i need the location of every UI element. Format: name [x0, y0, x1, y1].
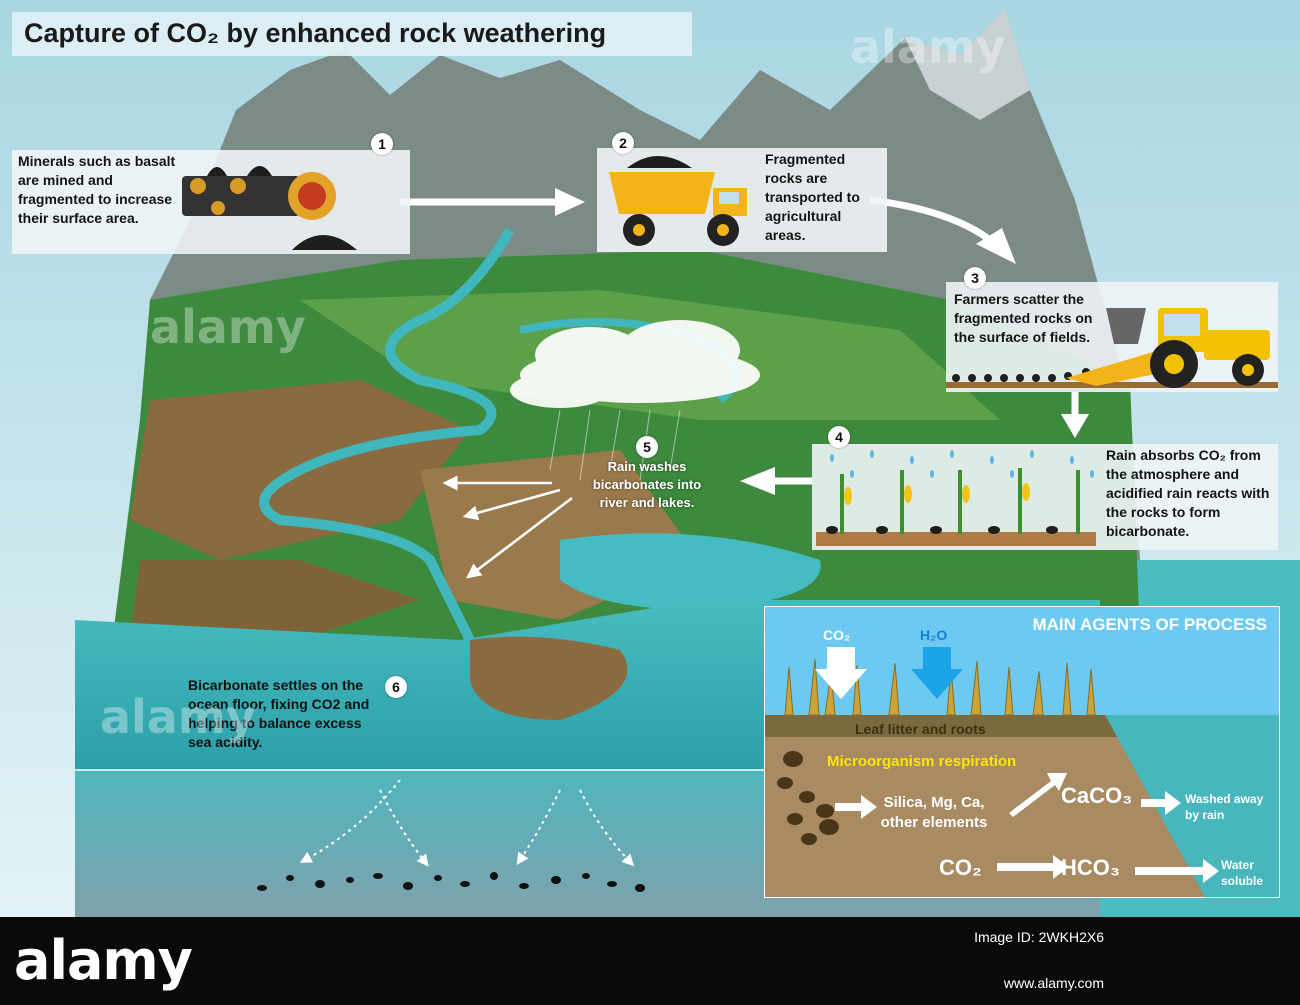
stock-url: www.alamy.com [1003, 975, 1104, 991]
step-1-text: Minerals such as basalt are mined and fr… [18, 153, 176, 226]
title-banner: Capture of CO₂ by enhanced rock weatheri… [12, 12, 692, 56]
caco3-label: CaCO₃ [1061, 783, 1133, 808]
hco3-label: HCO₃ [1061, 855, 1121, 880]
wash-arrows [442, 475, 573, 579]
step-3-panel: Farmers scatter the fragmented rocks on … [946, 282, 1278, 392]
watermark-logo: alamy [850, 20, 1006, 74]
watermark-logo: alamy [150, 300, 306, 354]
co2-input-label: CO₂ [823, 627, 851, 643]
rain-streaks [549, 409, 681, 481]
delta-island [470, 636, 628, 720]
crusher-illustration [182, 166, 357, 250]
step-3-number: 3 [964, 267, 986, 289]
corn-field-rain-illustration [816, 450, 1096, 546]
step-1-number: 1 [371, 133, 393, 155]
sediment-arrows [299, 779, 635, 867]
step-6-number: 6 [385, 676, 407, 698]
step-2-text: Fragmented rocks are transported to agri… [765, 151, 860, 243]
lake [560, 533, 821, 610]
stock-logo: alamy [14, 929, 193, 992]
agents-illustration [765, 607, 1279, 897]
elements-label: Silica, Mg, Ca, other elements [880, 794, 988, 831]
sediment-particles [257, 872, 645, 892]
h2o-input-label: H₂O [920, 627, 948, 643]
mountain-snow [905, 8, 1030, 120]
watermark-logo: alamy [100, 690, 256, 744]
step-1-panel: Minerals such as basalt are mined and fr… [12, 150, 410, 254]
step-4-panel: Rain absorbs CO₂ from the atmosphere and… [812, 444, 1278, 550]
step-4-text: Rain absorbs CO₂ from the atmosphere and… [1106, 447, 1270, 539]
mudflat-3 [130, 560, 420, 640]
washed-away-label: Washed away by rain [1185, 792, 1264, 822]
step-2-panel: Fragmented rocks are transported to agri… [597, 148, 887, 252]
river [259, 227, 515, 722]
step-5-number: 5 [636, 436, 658, 458]
step-6-text: Bicarbonate settles on the ocean floor, … [188, 677, 370, 750]
microorganism-label: Microorganism respiration [827, 753, 1017, 770]
image-id: Image ID: 2WKH2X6 [974, 929, 1104, 945]
step-3-text: Farmers scatter the fragmented rocks on … [954, 291, 1093, 345]
main-agents-panel: MAIN AGENTS OF PROCESS CO₂ H₂O Leaf litt… [764, 606, 1280, 898]
leaf-litter-label: Leaf litter and roots [855, 721, 986, 737]
step-5-text: Rain washes bicarbonates into river and … [592, 459, 702, 510]
stock-footer: alamy Image ID: 2WKH2X6 www.alamy.com [0, 917, 1300, 1005]
co2-label: CO₂ [939, 855, 982, 880]
dump-truck-icon [609, 156, 747, 246]
step-4-number: 4 [828, 426, 850, 448]
cloud [510, 320, 760, 408]
step-2-number: 2 [612, 132, 634, 154]
water-soluble-label: Water soluble [1221, 858, 1264, 888]
flow-arrows [400, 188, 1089, 495]
agents-title: MAIN AGENTS OF PROCESS [1032, 615, 1267, 634]
page-title: Capture of CO₂ by enhanced rock weatheri… [24, 18, 607, 48]
tractor-spreader-illustration [946, 308, 1278, 388]
